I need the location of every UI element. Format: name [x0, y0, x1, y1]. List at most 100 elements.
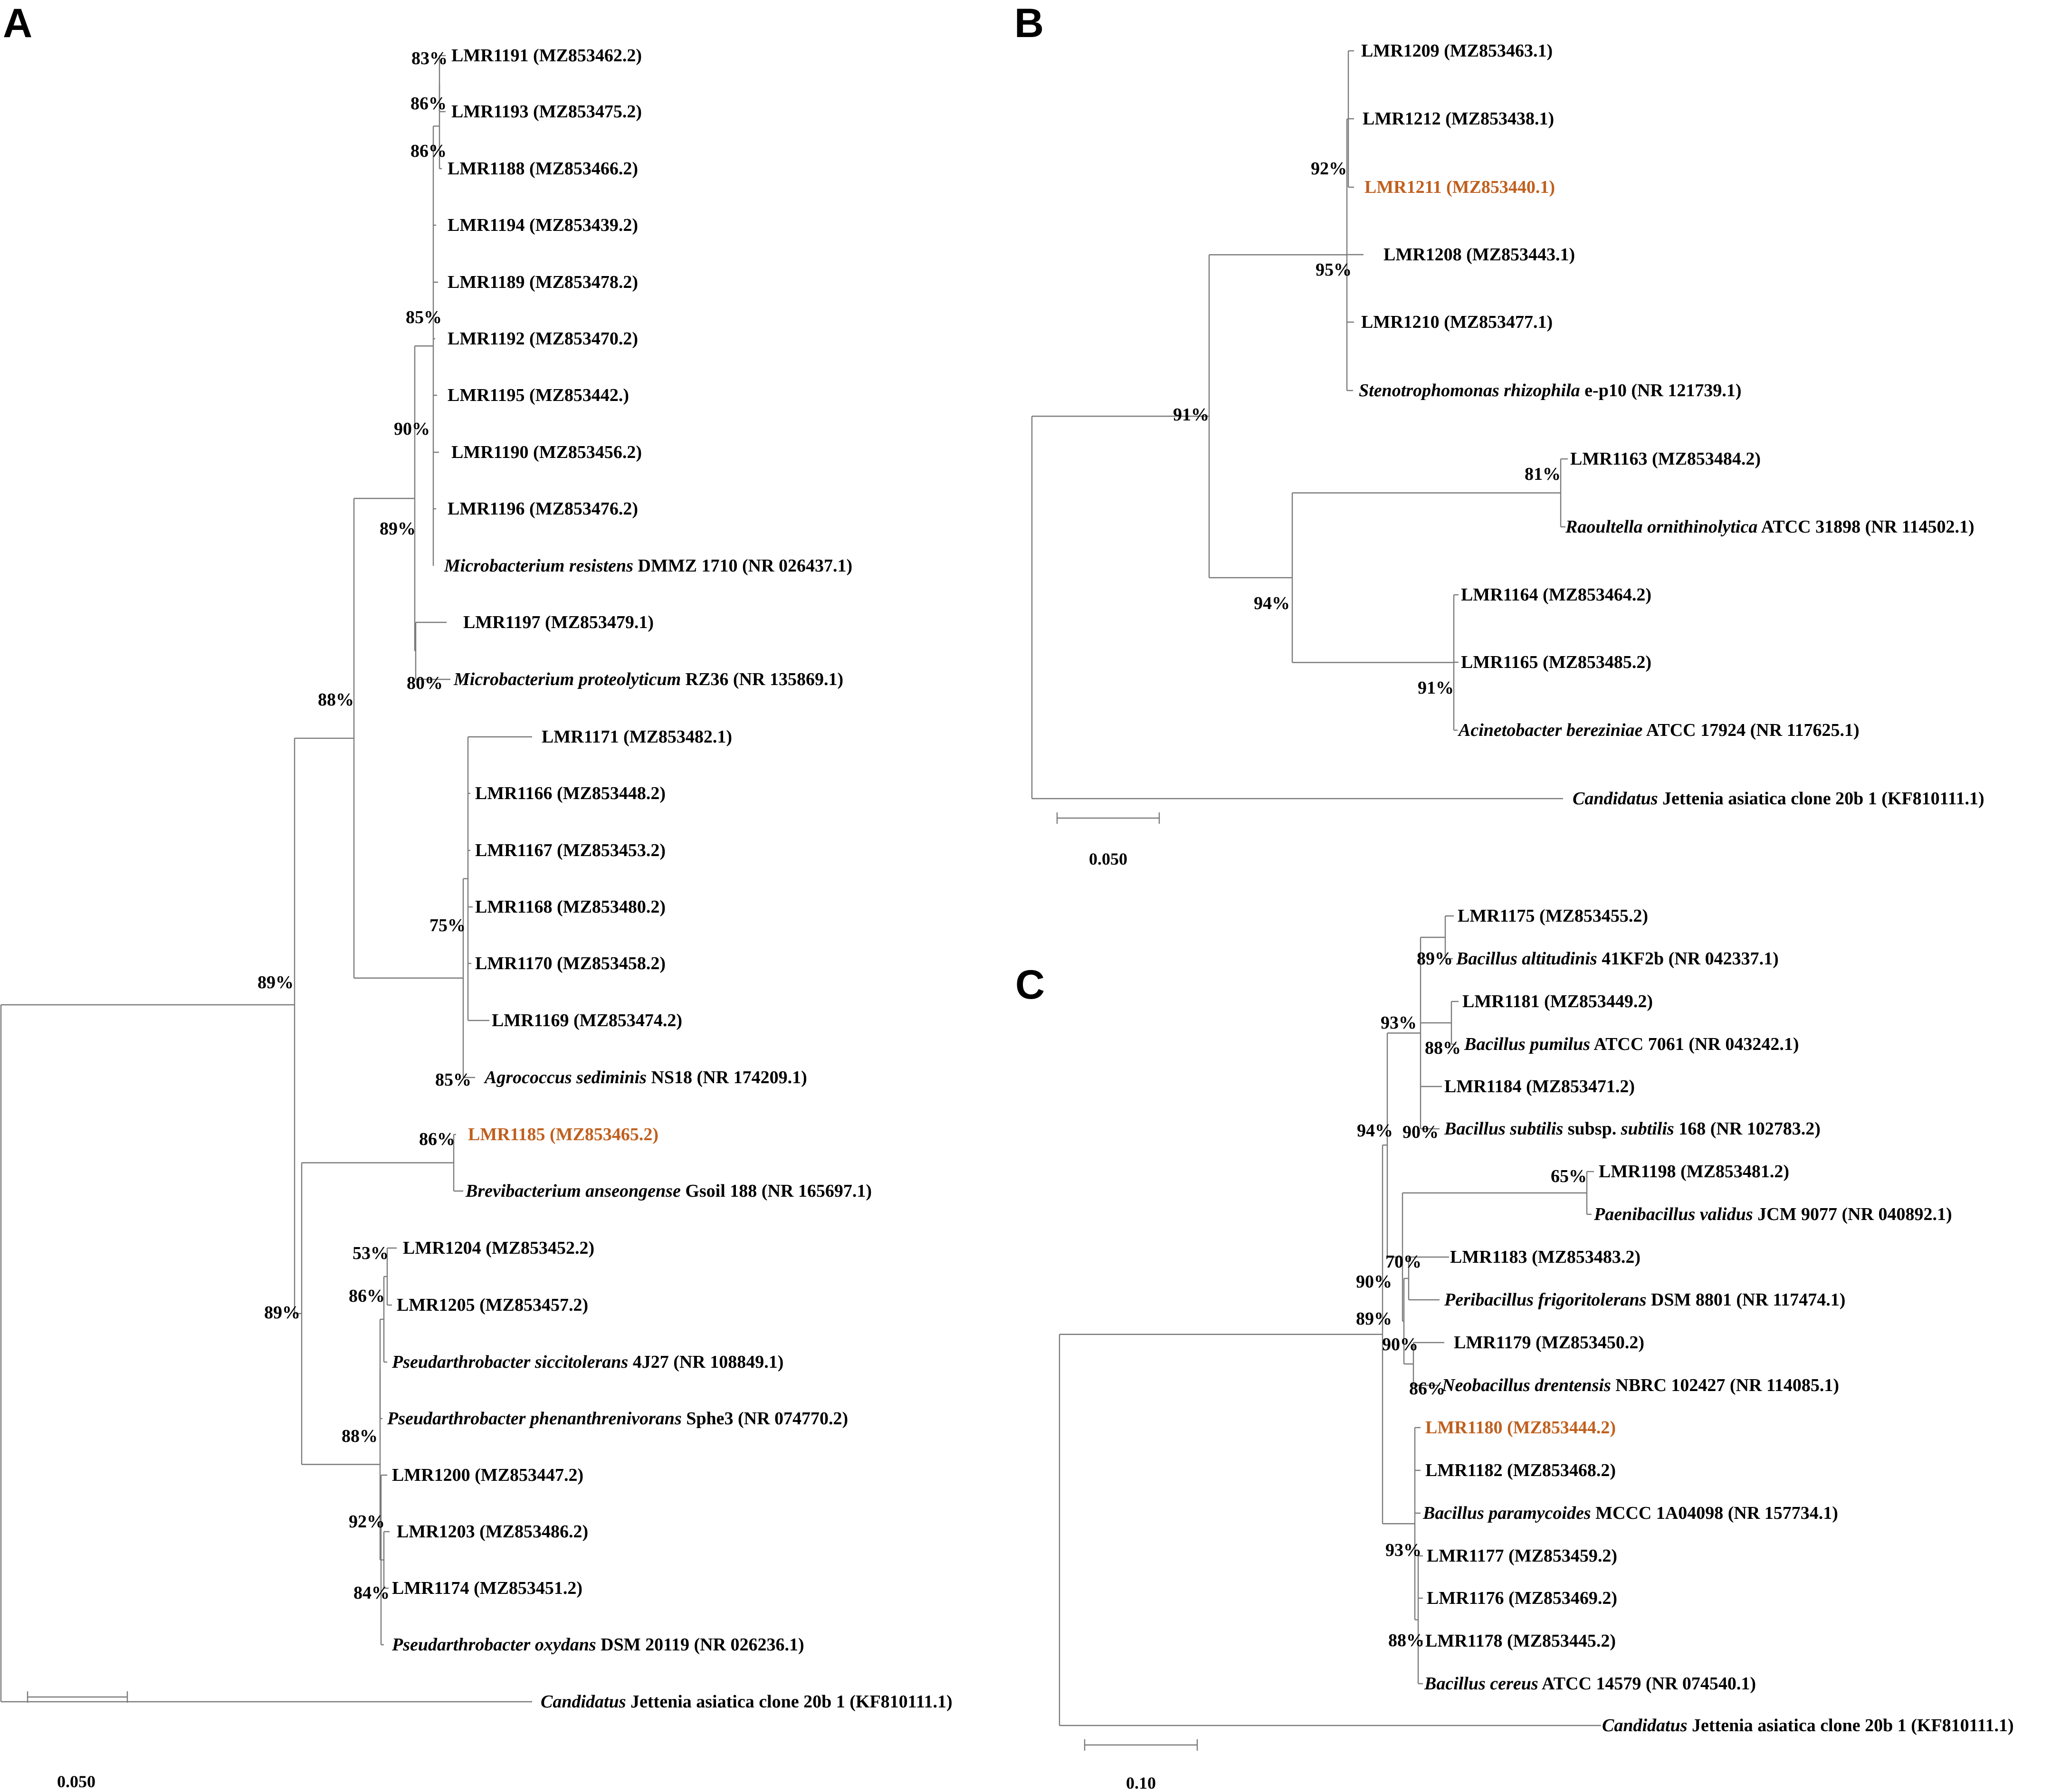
tip-label-segment: LMR1203 (MZ853486.2) [397, 1522, 588, 1542]
tip-label: Paenibacillus validus JCM 9077 (NR 04089… [1593, 1204, 1952, 1224]
bootstrap-value: 53% [353, 1243, 389, 1263]
tip-label-segment: Bacillus altitudinis [1456, 949, 1597, 969]
bootstrap-values: 83%86%86%85%90%89%80%88%75%85%89%86%53%8… [258, 48, 471, 1603]
tip-label-segment: Microbacterium proteolyticum [453, 669, 681, 689]
tip-label-segment: JCM 9077 (NR 040892.1) [1753, 1204, 1952, 1224]
bootstrap-value: 86% [410, 141, 447, 161]
tip-label: LMR1190 (MZ853456.2) [451, 442, 642, 462]
tip-label-segment: subtilis [1621, 1119, 1674, 1139]
tip-label-segment: Candidatus [541, 1692, 626, 1712]
tip-label-segment: ATCC 7061 (NR 043242.1) [1590, 1034, 1799, 1054]
tip-label: LMR1195 (MZ853442.) [448, 385, 629, 405]
tip-label-segment: LMR1166 (MZ853448.2) [475, 783, 666, 803]
tip-label-segment: NBRC 102427 (NR 114085.1) [1611, 1375, 1839, 1395]
tip-label-segment: LMR1182 (MZ853468.2) [1425, 1460, 1616, 1480]
tip-label-segment: DSM 8801 (NR 117474.1) [1646, 1290, 1845, 1310]
bootstrap-values: 89%93%88%94%90%65%70%90%89%90%86%93%88% [1356, 949, 1587, 1650]
bootstrap-value: 86% [1409, 1379, 1445, 1399]
tip-label: LMR1185 (MZ853465.2) [468, 1125, 658, 1144]
tip-label: LMR1200 (MZ853447.2) [392, 1465, 583, 1485]
tip-label: LMR1181 (MZ853449.2) [1462, 991, 1653, 1011]
tip-label: LMR1208 (MZ853443.1) [1383, 245, 1575, 265]
tip-label-segment: Candidatus [1573, 789, 1658, 809]
tip-label-segment: LMR1176 (MZ853469.2) [1427, 1588, 1617, 1608]
tip-label: LMR1165 (MZ853485.2) [1461, 652, 1651, 672]
tip-label-segment: Stenotrophomonas rhizophila [1359, 381, 1580, 400]
bootstrap-value: 94% [1254, 593, 1290, 613]
bootstrap-value: 85% [435, 1070, 471, 1090]
tip-label: Agrococcus sediminis NS18 (NR 174209.1) [484, 1068, 807, 1087]
tip-label-segment: LMR1179 (MZ853450.2) [1454, 1333, 1644, 1353]
bootstrap-value: 90% [1402, 1122, 1439, 1142]
bootstrap-value: 90% [1356, 1272, 1392, 1292]
bootstrap-value: 91% [1173, 405, 1209, 425]
tip-label: Pseudarthrobacter siccitolerans 4J27 (NR… [391, 1352, 783, 1372]
tip-label-segment: LMR1190 (MZ853456.2) [451, 442, 642, 462]
bootstrap-value: 89% [264, 1303, 300, 1323]
tip-label: LMR1193 (MZ853475.2) [451, 102, 642, 122]
tip-label: Pseudarthrobacter oxydans DSM 20119 (NR … [391, 1635, 804, 1655]
bootstrap-value: 91% [1418, 678, 1454, 698]
tip-label: LMR1176 (MZ853469.2) [1427, 1588, 1617, 1608]
tip-label-segment: LMR1170 (MZ853458.2) [475, 953, 666, 973]
tip-label-segment: subsp. [1563, 1119, 1621, 1139]
tip-label-segment: LMR1189 (MZ853478.2) [448, 272, 638, 292]
panel-label: C [1015, 962, 1045, 1008]
tip-label: LMR1194 (MZ853439.2) [448, 215, 638, 235]
tip-label: Bacillus paramycoides MCCC 1A04098 (NR 1… [1422, 1503, 1838, 1523]
tip-label-segment: Pseudarthrobacter siccitolerans [391, 1352, 628, 1372]
tip-label-segment: LMR1164 (MZ853464.2) [1461, 585, 1651, 605]
panel-label: B [1014, 0, 1044, 46]
tip-label-segment: Jettenia asiatica clone 20b 1 (KF810111.… [1658, 789, 1984, 809]
tip-label-segment: LMR1204 (MZ853452.2) [403, 1238, 594, 1258]
tip-label: LMR1175 (MZ853455.2) [1458, 906, 1648, 926]
tip-label-segment: LMR1197 (MZ853479.1) [463, 612, 654, 632]
tip-label: LMR1212 (MZ853438.1) [1363, 109, 1554, 129]
tip-label-segment: Bacillus cereus [1424, 1674, 1538, 1694]
tip-label-segment: Paenibacillus validus [1593, 1204, 1753, 1224]
tip-label: Peribacillus frigoritolerans DSM 8801 (N… [1444, 1290, 1845, 1310]
tip-label-segment: LMR1188 (MZ853466.2) [448, 159, 638, 179]
tip-label-segment: DMMZ 1710 (NR 026437.1) [633, 556, 852, 576]
tip-label-segment: LMR1168 (MZ853480.2) [475, 897, 666, 917]
tip-label: LMR1191 (MZ853462.2) [451, 46, 642, 66]
tip-label-segment: LMR1198 (MZ853481.2) [1599, 1162, 1789, 1182]
tip-label: LMR1204 (MZ853452.2) [403, 1238, 594, 1258]
bootstrap-value: 95% [1316, 260, 1352, 280]
tip-label: LMR1170 (MZ853458.2) [475, 953, 666, 973]
bootstrap-value: 75% [429, 915, 466, 935]
tip-label: Stenotrophomonas rhizophila e-p10 (NR 12… [1359, 381, 1742, 400]
bootstrap-value: 83% [411, 48, 448, 68]
tree-panel-a: A LMR1191 (MZ853462.2) LMR1193 (MZ853475.2… [0, 0, 953, 1791]
tree-panel-c: C LMR1175 (MZ853455.2) Bacillus altitudini… [1015, 906, 2014, 1792]
bootstrap-values: 92%95%91%81%94%91% [1173, 159, 1561, 698]
tip-label-segment: LMR1212 (MZ853438.1) [1363, 109, 1554, 129]
tip-label-segment: Jettenia asiatica clone 20b 1 (KF810111.… [626, 1692, 953, 1712]
scale-bar-label: 0.050 [1089, 849, 1127, 868]
scale-bar: 0.050 [27, 1691, 128, 1791]
tip-label-segment: LMR1205 (MZ853457.2) [397, 1295, 588, 1315]
tip-label-segment: ATCC 31898 (NR 114502.1) [1757, 517, 1974, 537]
tip-label: Bacillus altitudinis 41KF2b (NR 042337.1… [1456, 949, 1779, 969]
tip-label-segment: LMR1171 (MZ853482.1) [542, 727, 732, 747]
bootstrap-value: 86% [410, 94, 447, 114]
tip-label-segment: Pseudarthrobacter phenanthrenivorans [387, 1409, 682, 1429]
bootstrap-value: 81% [1525, 464, 1561, 484]
tip-label-segment: LMR1193 (MZ853475.2) [451, 102, 642, 122]
tip-label-segment: Brevibacterium anseongense [465, 1181, 681, 1201]
tip-label-segment: LMR1184 (MZ853471.2) [1444, 1077, 1635, 1096]
bootstrap-value: 92% [349, 1512, 385, 1532]
tip-labels: LMR1175 (MZ853455.2) Bacillus altitudinis… [1422, 906, 2014, 1735]
tip-label-segment: MCCC 1A04098 (NR 157734.1) [1591, 1503, 1838, 1523]
tip-label-segment: LMR1196 (MZ853476.2) [448, 499, 638, 519]
bootstrap-value: 88% [1425, 1038, 1461, 1058]
tip-label: Microbacterium resistens DMMZ 1710 (NR 0… [444, 556, 852, 576]
tip-label-segment: 4J27 (NR 108849.1) [628, 1352, 783, 1372]
tip-label: Bacillus subtilis subsp. subtilis 168 (N… [1444, 1119, 1821, 1139]
panel-label: A [3, 0, 32, 46]
tip-label: Pseudarthrobacter phenanthrenivorans Sph… [387, 1409, 848, 1429]
tip-label-segment: Sphe3 (NR 074770.2) [682, 1409, 848, 1429]
tip-label-segment: Gsoil 188 (NR 165697.1) [681, 1181, 872, 1201]
tip-label-segment: LMR1208 (MZ853443.1) [1383, 245, 1575, 265]
